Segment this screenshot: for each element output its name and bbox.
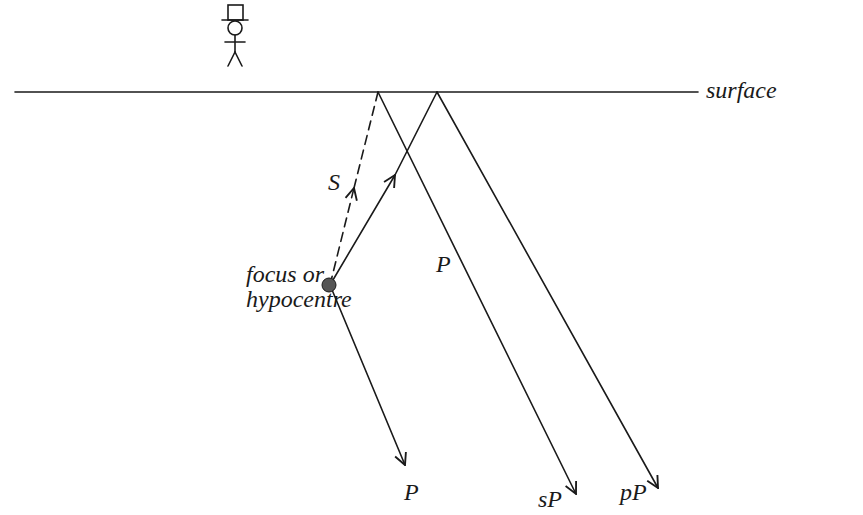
- focus-label: focus or hypocentre: [246, 262, 352, 312]
- stick-figure: [222, 5, 248, 66]
- phase-label: sP: [538, 487, 562, 512]
- pp-ray: [437, 92, 658, 488]
- surface-label: surface: [706, 78, 777, 103]
- surface-line: [15, 91, 698, 93]
- wave-label: P: [436, 252, 451, 277]
- sp-ray: [378, 92, 576, 494]
- phase-label: P: [404, 480, 419, 505]
- wave-label: S: [328, 170, 340, 195]
- p-ray-up: [330, 92, 437, 285]
- phase-label: pP: [620, 480, 647, 505]
